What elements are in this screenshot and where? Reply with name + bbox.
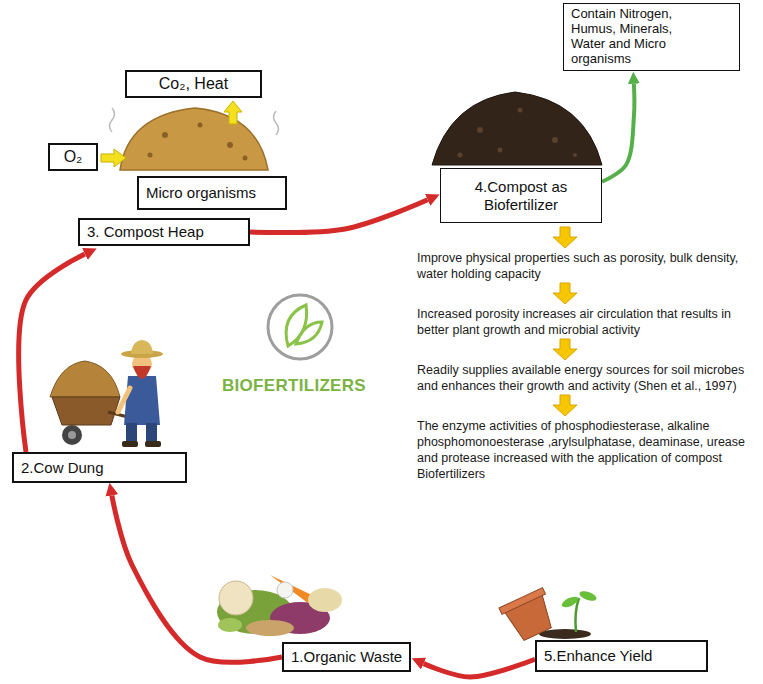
process-box: 3. Compost Heap xyxy=(78,218,250,246)
text-slot: Increased porosity increases air circula… xyxy=(417,306,760,338)
logo-text: BIOFERTILIZERS xyxy=(222,376,366,396)
plant-pot xyxy=(499,588,598,645)
benefit-text: Improve physical properties such as poro… xyxy=(417,250,760,282)
cycle-arrow xyxy=(424,659,535,677)
cycle-arrow xyxy=(250,200,428,233)
logo-icon xyxy=(268,295,332,359)
benefit-text: The enzyme activities of phosphodiestera… xyxy=(417,418,760,482)
heat-arrow xyxy=(224,101,242,124)
down-arrow xyxy=(417,338,760,362)
down-arrow xyxy=(417,226,760,250)
benefit-text: Increased porosity increases air circula… xyxy=(417,306,760,338)
box-label: Micro organisms xyxy=(146,184,278,201)
box-label: 2.Cow Dung xyxy=(21,459,178,476)
oxygen-arrow xyxy=(101,149,126,167)
benefit-column: Improve physical properties such as poro… xyxy=(417,226,760,482)
process-box: 2.Cow Dung xyxy=(12,452,187,483)
cycle-arrow xyxy=(19,254,85,452)
text-slot: Readily supplies available energy source… xyxy=(417,362,760,394)
process-box: Contain Nitrogen, Humus, Minerals, Water… xyxy=(563,3,740,71)
process-box: Micro organisms xyxy=(137,176,287,210)
process-box: 4.Compost as Biofertilizer xyxy=(440,168,602,223)
cycle-arrow xyxy=(112,495,282,662)
benefit-text: Readily supplies available energy source… xyxy=(417,362,760,394)
box-label: 4.Compost as Biofertilizer xyxy=(448,178,594,213)
box-label: 1.Organic Waste xyxy=(291,648,402,665)
box-label: O₂ xyxy=(57,148,89,166)
process-box: O₂ xyxy=(48,143,98,171)
process-box: 5.Enhance Yield xyxy=(535,640,708,672)
process-box: Co₂, Heat xyxy=(125,70,262,98)
farmer-figure xyxy=(50,340,163,447)
box-label: 3. Compost Heap xyxy=(87,223,241,240)
organic-waste xyxy=(217,575,342,636)
process-box: 1.Organic Waste xyxy=(282,642,411,672)
compost-heap xyxy=(110,108,279,170)
cycle-arrow xyxy=(602,84,634,182)
compost-soil xyxy=(432,92,602,165)
box-label: 5.Enhance Yield xyxy=(544,647,699,664)
down-arrow xyxy=(417,282,760,306)
box-label: Contain Nitrogen, Humus, Minerals, Water… xyxy=(571,7,696,67)
box-label: Co₂, Heat xyxy=(134,75,253,93)
text-slot: Improve physical properties such as poro… xyxy=(417,250,760,282)
text-slot: The enzyme activities of phosphodiestera… xyxy=(417,418,760,482)
down-arrow xyxy=(417,394,760,418)
